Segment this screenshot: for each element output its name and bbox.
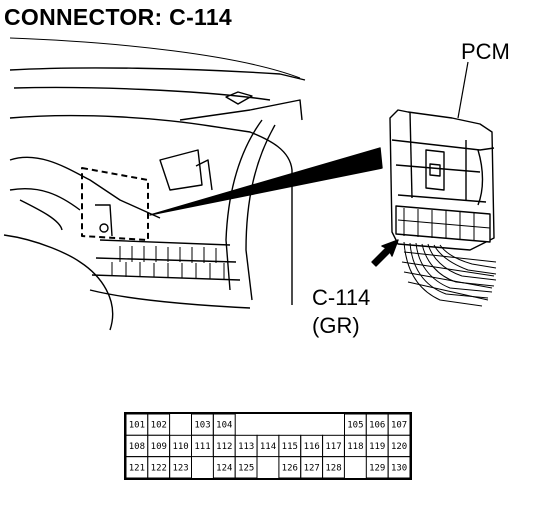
connector-color-label: (GR) (312, 313, 360, 338)
pin-number: 123 (172, 463, 188, 473)
pin-number: 104 (216, 421, 232, 431)
pin-number: 105 (347, 421, 363, 431)
pin-number: 114 (260, 442, 276, 452)
pin-number: 126 (282, 463, 298, 473)
connector-label: C-114 (312, 285, 371, 310)
pin-number: 101 (129, 421, 145, 431)
pin-cell (234, 456, 258, 478)
pin-number: 122 (151, 463, 167, 473)
pin-number: 129 (369, 463, 385, 473)
pin-number: 107 (391, 421, 407, 431)
pin-number: 115 (282, 442, 298, 452)
pin-number: 124 (216, 463, 232, 473)
pin-cell (322, 456, 345, 478)
pin-number: 108 (129, 442, 145, 452)
pin-number: 113 (238, 442, 254, 452)
pin-number: 111 (194, 442, 210, 452)
pin-number: 112 (216, 442, 232, 452)
pin-number: 120 (391, 442, 407, 452)
pin-number: 119 (369, 442, 385, 452)
pin-number: 109 (151, 442, 167, 452)
pcm-label: PCM (461, 39, 510, 64)
pin-number: 116 (304, 442, 320, 452)
pin-number: 117 (325, 442, 341, 452)
pin-cell (387, 456, 410, 478)
connector-pin-layout: 101 102 103 104 105 106 107 108 109 110 111 112 113 1… (124, 412, 412, 480)
pin-number: 110 (172, 442, 188, 452)
pin-number: 127 (304, 463, 320, 473)
pin-number: 121 (129, 463, 145, 473)
pin-number: 106 (369, 421, 385, 431)
pin-number: 125 (238, 463, 254, 473)
pin-number: 102 (151, 421, 167, 431)
pin-number: 128 (325, 463, 341, 473)
pin-number: 118 (347, 442, 363, 452)
pin-number: 103 (194, 421, 210, 431)
pin-number: 130 (391, 463, 407, 473)
pin-cell (169, 456, 192, 478)
page-title: CONNECTOR: C-114 (4, 4, 233, 30)
